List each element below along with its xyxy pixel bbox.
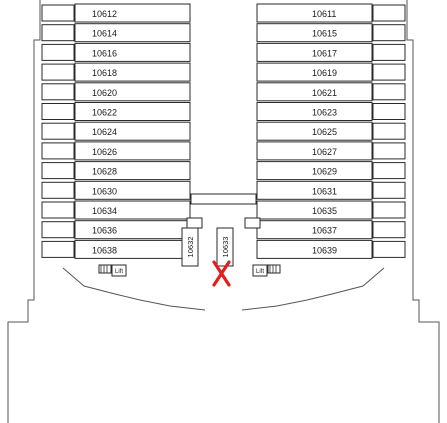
balcony [41,240,75,258]
cabin-label: 10623 [312,108,337,118]
cabin-10630[interactable] [74,180,191,200]
central-left-nook [186,217,203,229]
cabin-10617[interactable] [256,42,373,62]
balcony [372,240,406,258]
cabin-label: 10620 [92,88,117,98]
balcony [41,162,75,180]
cabin-10618[interactable] [74,62,191,82]
balcony [41,122,75,140]
cabin-10624[interactable] [74,121,191,141]
cabin-label: 10628 [92,167,117,177]
balcony [41,43,75,61]
cabin-10627[interactable] [256,141,373,161]
balcony [372,103,406,120]
balcony [372,162,406,180]
cabin-10623[interactable] [256,102,373,121]
cabin-10639[interactable] [256,239,373,259]
cabin-10620[interactable] [74,82,191,102]
cabin-label: 10619 [312,68,337,78]
port-cabins: 10612 10614 10616 10618 10620 10622 10624 10626… [74,3,191,259]
balcony [41,24,75,42]
cabin-label: 10621 [312,88,337,98]
stairs-icon-right [267,264,281,274]
balcony [41,142,75,160]
balcony [372,24,406,42]
balcony [41,181,75,199]
lift-button-left[interactable] [111,264,127,277]
cabin-label: 10635 [312,206,337,216]
balcony [372,122,406,140]
lift-area-right: Lift [252,264,281,277]
balcony [372,63,406,81]
balcony [372,201,406,219]
balcony [372,221,406,239]
cabin-10622[interactable] [74,102,191,121]
balcony [372,83,406,101]
cabin-10616[interactable] [74,42,191,62]
cabin-10629[interactable] [256,161,373,181]
cabin-label: 10612 [92,9,117,19]
lift-label-right: Lift [256,269,264,275]
cabin-label: 10627 [312,147,337,157]
cabin-label: 10637 [312,226,337,236]
balcony [372,142,406,160]
cabin-label: 10618 [92,68,117,78]
cabin-10614[interactable] [74,23,191,43]
starboard-cabins: 10611 10615 10617 10619 10621 10623 10625 10627… [256,3,373,259]
cabin-label: 10626 [92,147,117,157]
cabin-label: 10624 [92,127,117,137]
cabin-label: 10614 [92,29,117,39]
cabin-10612[interactable] [74,3,191,23]
cabin-10611[interactable] [256,3,373,23]
cabin-10615[interactable] [256,23,373,43]
cabin-10621[interactable] [256,82,373,102]
cabin-label: 10615 [312,29,337,39]
cabin-10626[interactable] [74,141,191,161]
hull-outline [7,0,440,423]
cabin-label: 10639 [312,245,337,255]
balcony [41,103,75,120]
central-service-area [190,193,257,205]
balcony [41,221,75,239]
balcony [41,4,75,22]
balcony [41,63,75,81]
lift-button-right[interactable] [252,264,268,277]
cabin-10635[interactable] [256,200,373,220]
balcony [372,43,406,61]
cabin-10619[interactable] [256,62,373,82]
port-balconies [41,4,75,258]
cabin-10637[interactable] [256,220,373,240]
cabin-label: 10629 [312,167,337,177]
cabin-label: 10617 [312,48,337,58]
cabin-10634[interactable] [74,200,191,220]
cabin-label: 10625 [312,127,337,137]
cabin-10631[interactable] [256,180,373,200]
cabin-label: 10634 [92,206,117,216]
cabin-label: 10611 [312,9,336,19]
central-block: 10632 10633 [181,193,261,267]
cabin-label: 10631 [312,186,337,196]
central-right-nook [244,217,261,229]
balcony [41,83,75,101]
you-are-here-marker [212,260,231,287]
cabin-label: 10638 [92,245,117,255]
cabin-label: 10622 [92,108,117,118]
balcony [41,201,75,219]
balcony [372,181,406,199]
lift-label-left: Lift [115,269,123,275]
cabin-label: 10633 [221,237,230,258]
starboard-balconies [372,4,406,258]
cabin-label: 10632 [186,237,195,258]
cabin-10625[interactable] [256,121,373,141]
cabin-label: 10616 [92,48,117,58]
cabin-label: 10636 [92,226,117,236]
cabin-label: 10630 [92,186,117,196]
cabin-10628[interactable] [74,161,191,181]
stairs-icon-left [98,264,112,274]
balcony [372,4,406,22]
lift-area-left: Lift [98,264,127,277]
